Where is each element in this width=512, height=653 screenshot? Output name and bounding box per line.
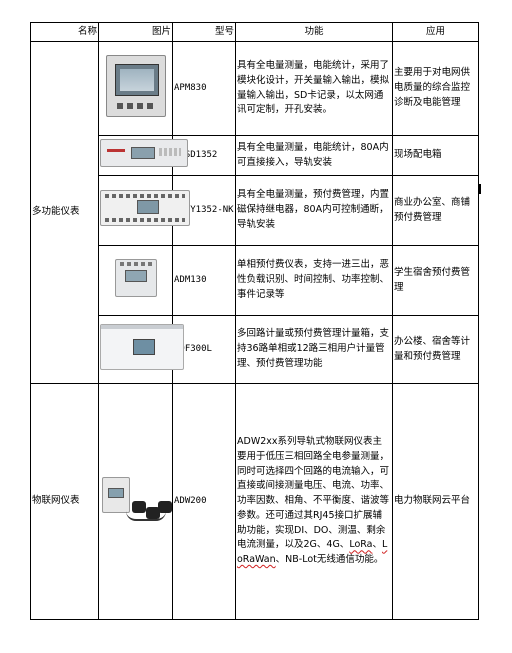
header-function: 功能 — [235, 22, 393, 42]
application-cell: 现场配电箱 — [392, 135, 479, 176]
function-text-tail: 、NB-Lot无线通信功能。 — [275, 554, 384, 566]
application-cell: 商业办公室、商铺预付费管理 — [392, 175, 479, 246]
model-cell: APM830 — [172, 41, 236, 136]
table-row: 多功能仪表 APM830 具有全电量测量，电能统计，采用了模块化设计，开关量输入… — [30, 41, 479, 384]
iot-meter-icon — [100, 471, 172, 527]
model-cell: ADM130 — [172, 245, 236, 316]
model-cell: ADW200 — [172, 383, 236, 620]
header-model: 型号 — [172, 22, 236, 42]
application-cell: 电力物联网云平台 — [392, 383, 479, 620]
table-row: 物联网仪表 ADW200 ADW2xx系列导轨式物联网仪表主要用于低压三相回路全… — [30, 383, 479, 620]
function-cell: 单相预付费仪表，支持一进三出，恶性负载识别、时间控制、功率控制、事件记录等 — [235, 245, 393, 316]
product-image-cell — [98, 135, 188, 176]
product-image-cell — [98, 175, 190, 246]
table-row: DTSD1352 具有全电量测量，电能统计，80A内可直接接入，导轨安装 现场配… — [31, 135, 479, 176]
application-cell: 办公楼、宿舍等计量和预付费管理 — [392, 315, 479, 384]
application-cell: 主要用于对电网供电质量的综合监控诊断及电能管理 — [392, 41, 479, 136]
function-cell: 具有全电量测量，电能统计，80A内可直接接入，导轨安装 — [235, 135, 393, 176]
din-rail-meter-icon — [100, 189, 190, 226]
product-image-cell — [98, 383, 173, 620]
header-application: 应用 — [392, 22, 479, 42]
function-cell: ADW2xx系列导轨式物联网仪表主要用于低压三相回路全电参量测量，同时可选择四个… — [235, 383, 393, 620]
header-name: 名称 — [30, 22, 99, 42]
single-phase-meter-icon — [114, 258, 157, 297]
header-image: 图片 — [98, 22, 173, 42]
table-row: ADM130 单相预付费仪表，支持一进三出，恶性负载识别、时间控制、功率控制、事… — [31, 245, 479, 316]
text-cursor-mark — [479, 184, 481, 194]
multi-loop-meter-icon — [100, 323, 184, 370]
product-image-cell — [98, 245, 173, 316]
product-spec-table: 名称 图片 型号 功能 应用 多功能仪表 APM830 具有全电量测量，电能统计… — [30, 22, 479, 620]
table-row: ADF300L 多回路计量或预付费管理计量箱，支持36路单相或12路三相用户计量… — [31, 315, 479, 384]
panel-meter-icon — [105, 54, 166, 117]
product-image-cell — [98, 315, 184, 384]
application-cell: 学生宿舍预付费管理 — [392, 245, 479, 316]
table-row: DTSY1352-NK 具有全电量测量，预付费管理，内置磁保持继电器，80A内可… — [31, 175, 479, 246]
product-image-cell — [98, 41, 173, 136]
category-iot: 物联网仪表 — [30, 383, 99, 620]
function-text: ADW2xx系列导轨式物联网仪表主要用于低压三相回路全电参量测量，同时可选择四个… — [237, 436, 390, 551]
function-cell: 多回路计量或预付费管理计量箱，支持36路单相或12路三相用户计量管理、预付费管理… — [235, 315, 393, 384]
table-header-row: 名称 图片 型号 功能 应用 — [30, 22, 479, 42]
din-rail-meter-icon — [100, 138, 188, 167]
function-cell: 具有全电量测量，预付费管理，内置磁保持继电器，80A内可控制通断，导轨安装 — [235, 175, 393, 246]
category-multifunction: 多功能仪表 — [30, 41, 99, 384]
lora-term: LoRa — [349, 539, 373, 551]
lorawan-term: LoRaWan — [237, 539, 388, 566]
separator: 、 — [372, 539, 382, 551]
function-cell: 具有全电量测量，电能统计，采用了模块化设计，开关量输入输出，模拟量输入输出，SD… — [235, 41, 393, 136]
